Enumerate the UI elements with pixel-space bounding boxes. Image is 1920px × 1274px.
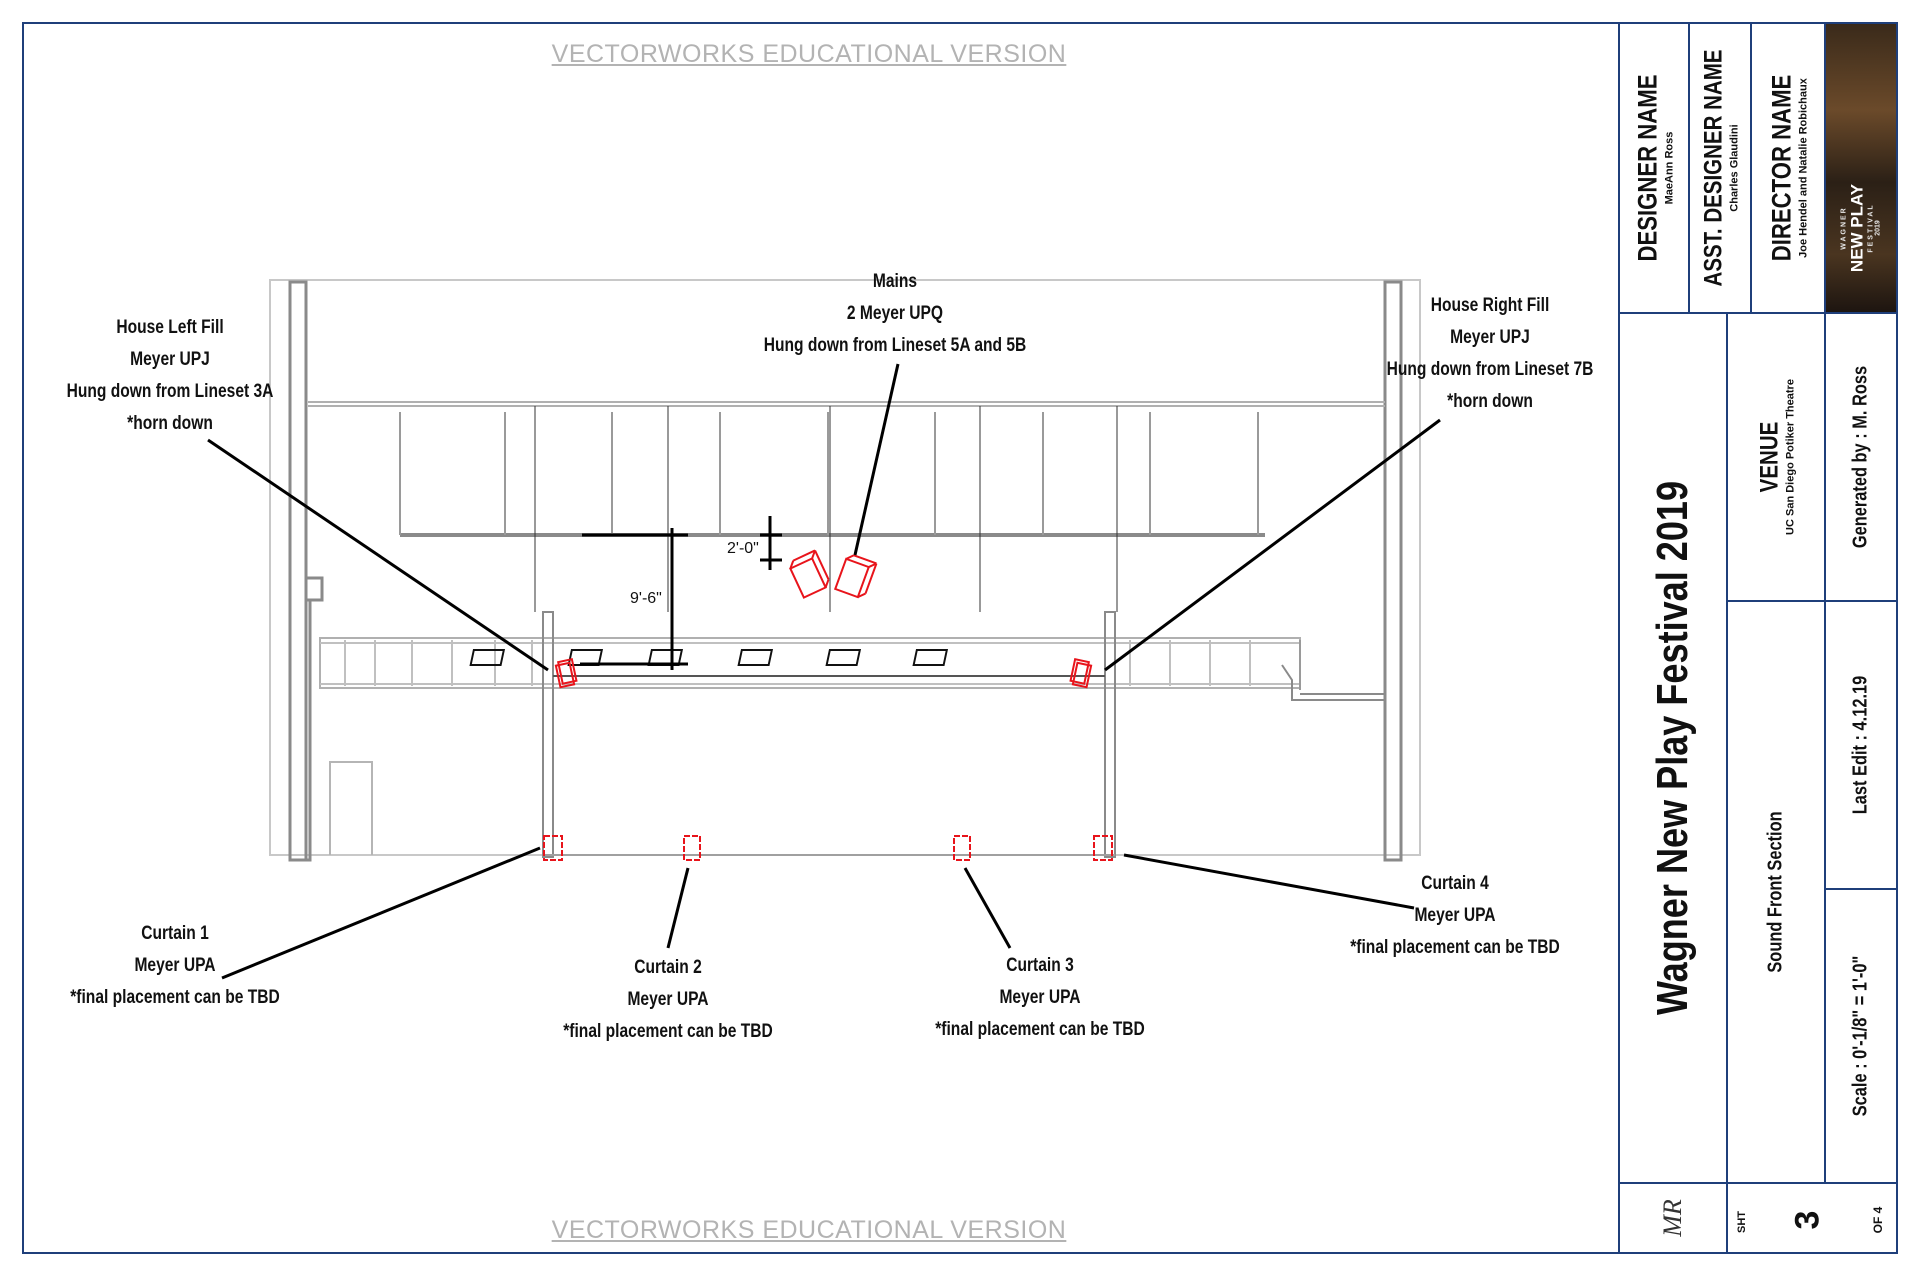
venue-cell: VENUE UC San Diego Potiker Theatre — [1726, 312, 1826, 602]
director-name: Joe Hendel and Natalie Robichaux — [1797, 78, 1810, 258]
asst-designer-cell: ASST. DESIGNER NAME Charles Glaudini — [1688, 22, 1752, 314]
festival-title-cell: Wagner New Play Festival 2019 — [1618, 312, 1728, 1184]
sheet-number-cell: SHT 3 OF 4 — [1726, 1182, 1898, 1254]
dimension-height: 9'-6" — [630, 590, 662, 607]
designer-cell: DESIGNER NAME MaeAnn Ross — [1618, 22, 1690, 314]
watermark-top: VECTORWORKS EDUCATIONAL VERSION — [551, 40, 1067, 68]
left-wall — [288, 280, 308, 862]
last-edit-cell: Last Edit : 4.12.19 — [1824, 600, 1898, 890]
asst-designer-heading: ASST. DESIGNER NAME — [1699, 49, 1728, 287]
leader-curtain-2 — [666, 867, 690, 949]
curtain-2-speaker — [683, 835, 701, 861]
curtain-4-speaker — [1093, 835, 1113, 861]
theatre-outline — [269, 279, 1421, 856]
logo-monogram: MR — [1658, 1199, 1687, 1237]
dimension-drop: 2'-0" — [727, 540, 759, 557]
scale: Scale : 0'-1/8" = 1'-0" — [1849, 955, 1872, 1117]
leader-curtain-3 — [963, 867, 1012, 949]
leader-curtain-4 — [1123, 853, 1415, 910]
asst-designer-name: Charles Glaudini — [1728, 124, 1741, 212]
director-heading: DIRECTOR NAME — [1766, 74, 1797, 262]
festival-poster: WAGNER NEW PLAY FESTIVAL 2019 — [1824, 22, 1898, 314]
house-left-fill-speaker — [554, 658, 578, 689]
title-block: DESIGNER NAME MaeAnn Ross ASST. DESIGNER… — [1618, 22, 1898, 1254]
mains-speaker-left — [789, 549, 830, 599]
director-cell: DIRECTOR NAME Joe Hendel and Natalie Rob… — [1750, 22, 1826, 314]
designer-heading: DESIGNER NAME — [1632, 74, 1663, 262]
scale-cell: Scale : 0'-1/8" = 1'-0" — [1824, 888, 1898, 1184]
leader-mains — [853, 363, 900, 556]
generated-by: Generated by : M. Ross — [1849, 365, 1872, 549]
sheet-of: OF 4 — [1871, 1206, 1885, 1234]
leader-house-left — [207, 438, 549, 672]
section-drawing — [207, 279, 1441, 980]
logo-cell: MR — [1618, 1182, 1728, 1254]
proscenium-right — [1104, 611, 1116, 858]
proscenium-left — [542, 611, 554, 858]
sheet-label: SHT — [1736, 1211, 1748, 1233]
venue-heading: VENUE — [1755, 421, 1784, 493]
drawing-title-cell: Sound Front Section — [1726, 600, 1826, 1184]
sheet-number: 3 — [1788, 1210, 1827, 1230]
mains-speaker-right — [833, 554, 878, 599]
leader-curtain-1 — [221, 846, 541, 980]
designer-name: MaeAnn Ross — [1663, 131, 1676, 205]
curtain-3-speaker — [953, 835, 971, 861]
leader-house-right — [1104, 418, 1441, 672]
last-edit: Last Edit : 4.12.19 — [1849, 675, 1872, 815]
drawing-title: Sound Front Section — [1764, 811, 1787, 973]
catwalk — [319, 637, 1301, 689]
house-right-fill-speaker — [1069, 658, 1093, 689]
watermark-bottom: VECTORWORKS EDUCATIONAL VERSION — [551, 1216, 1067, 1244]
generated-by-cell: Generated by : M. Ross — [1824, 312, 1898, 602]
venue-name: UC San Diego Potiker Theatre — [1784, 379, 1797, 535]
festival-title: Wagner New Play Festival 2019 — [1648, 480, 1697, 1016]
curtain-1-speaker — [543, 835, 563, 861]
right-wall — [1383, 280, 1403, 862]
